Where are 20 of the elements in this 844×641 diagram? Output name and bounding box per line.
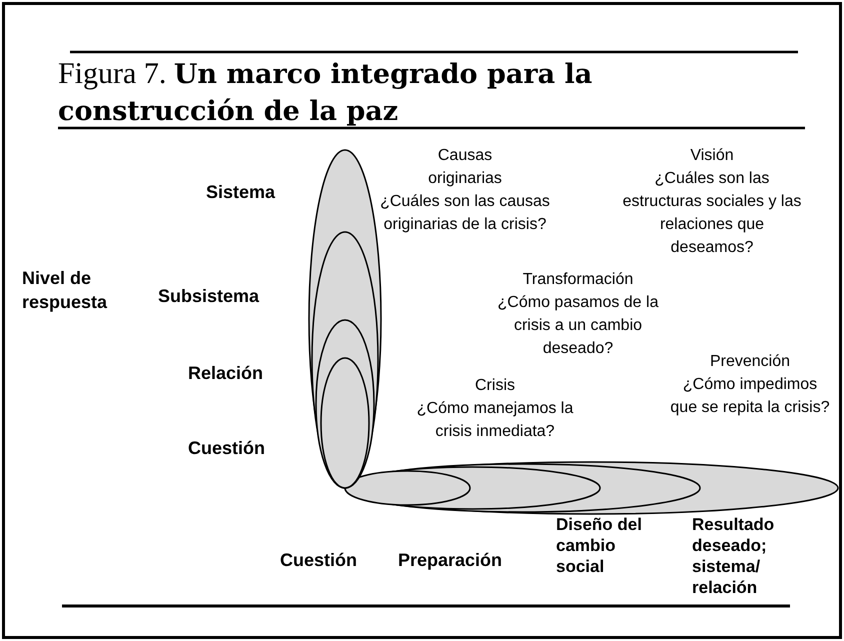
level-label: Subsistema xyxy=(158,285,260,308)
callout-heading: Transformación xyxy=(522,270,634,290)
figure-title: Figura 7. Un marco integrado para la construcción de la paz xyxy=(58,56,594,129)
callout-heading: Visión xyxy=(689,146,735,166)
callout-heading: Causas originarias xyxy=(427,146,503,189)
callout-question: ¿Cómo impedimos que se repita la crisis? xyxy=(670,375,830,418)
phase-label: Diseño del cambio social xyxy=(556,514,643,577)
callout-question: ¿Cuáles son las causas originarias de la crisis? xyxy=(380,192,550,235)
callout-question: ¿Cómo manejamos la crisis inmediata? xyxy=(416,399,574,442)
callout-question: ¿Cómo pasamos de la crisis a un cambio deseado? xyxy=(496,293,660,359)
level-label: Cuestión xyxy=(188,437,266,460)
callout-question: ¿Cuáles son las estructuras sociales y las relaciones que deseamos? xyxy=(622,169,802,258)
level-label: Relación xyxy=(188,362,264,385)
axis-label: Nivel de respuesta xyxy=(22,267,108,314)
phase-label: Preparación xyxy=(398,549,502,572)
callout-heading: Crisis xyxy=(474,376,516,396)
level-label: Sistema xyxy=(206,181,276,204)
phase-label: Cuestión xyxy=(280,549,358,572)
phase-label: Resultado deseado; sistema/ relación xyxy=(692,514,776,598)
callout-heading: Prevención xyxy=(708,352,792,372)
